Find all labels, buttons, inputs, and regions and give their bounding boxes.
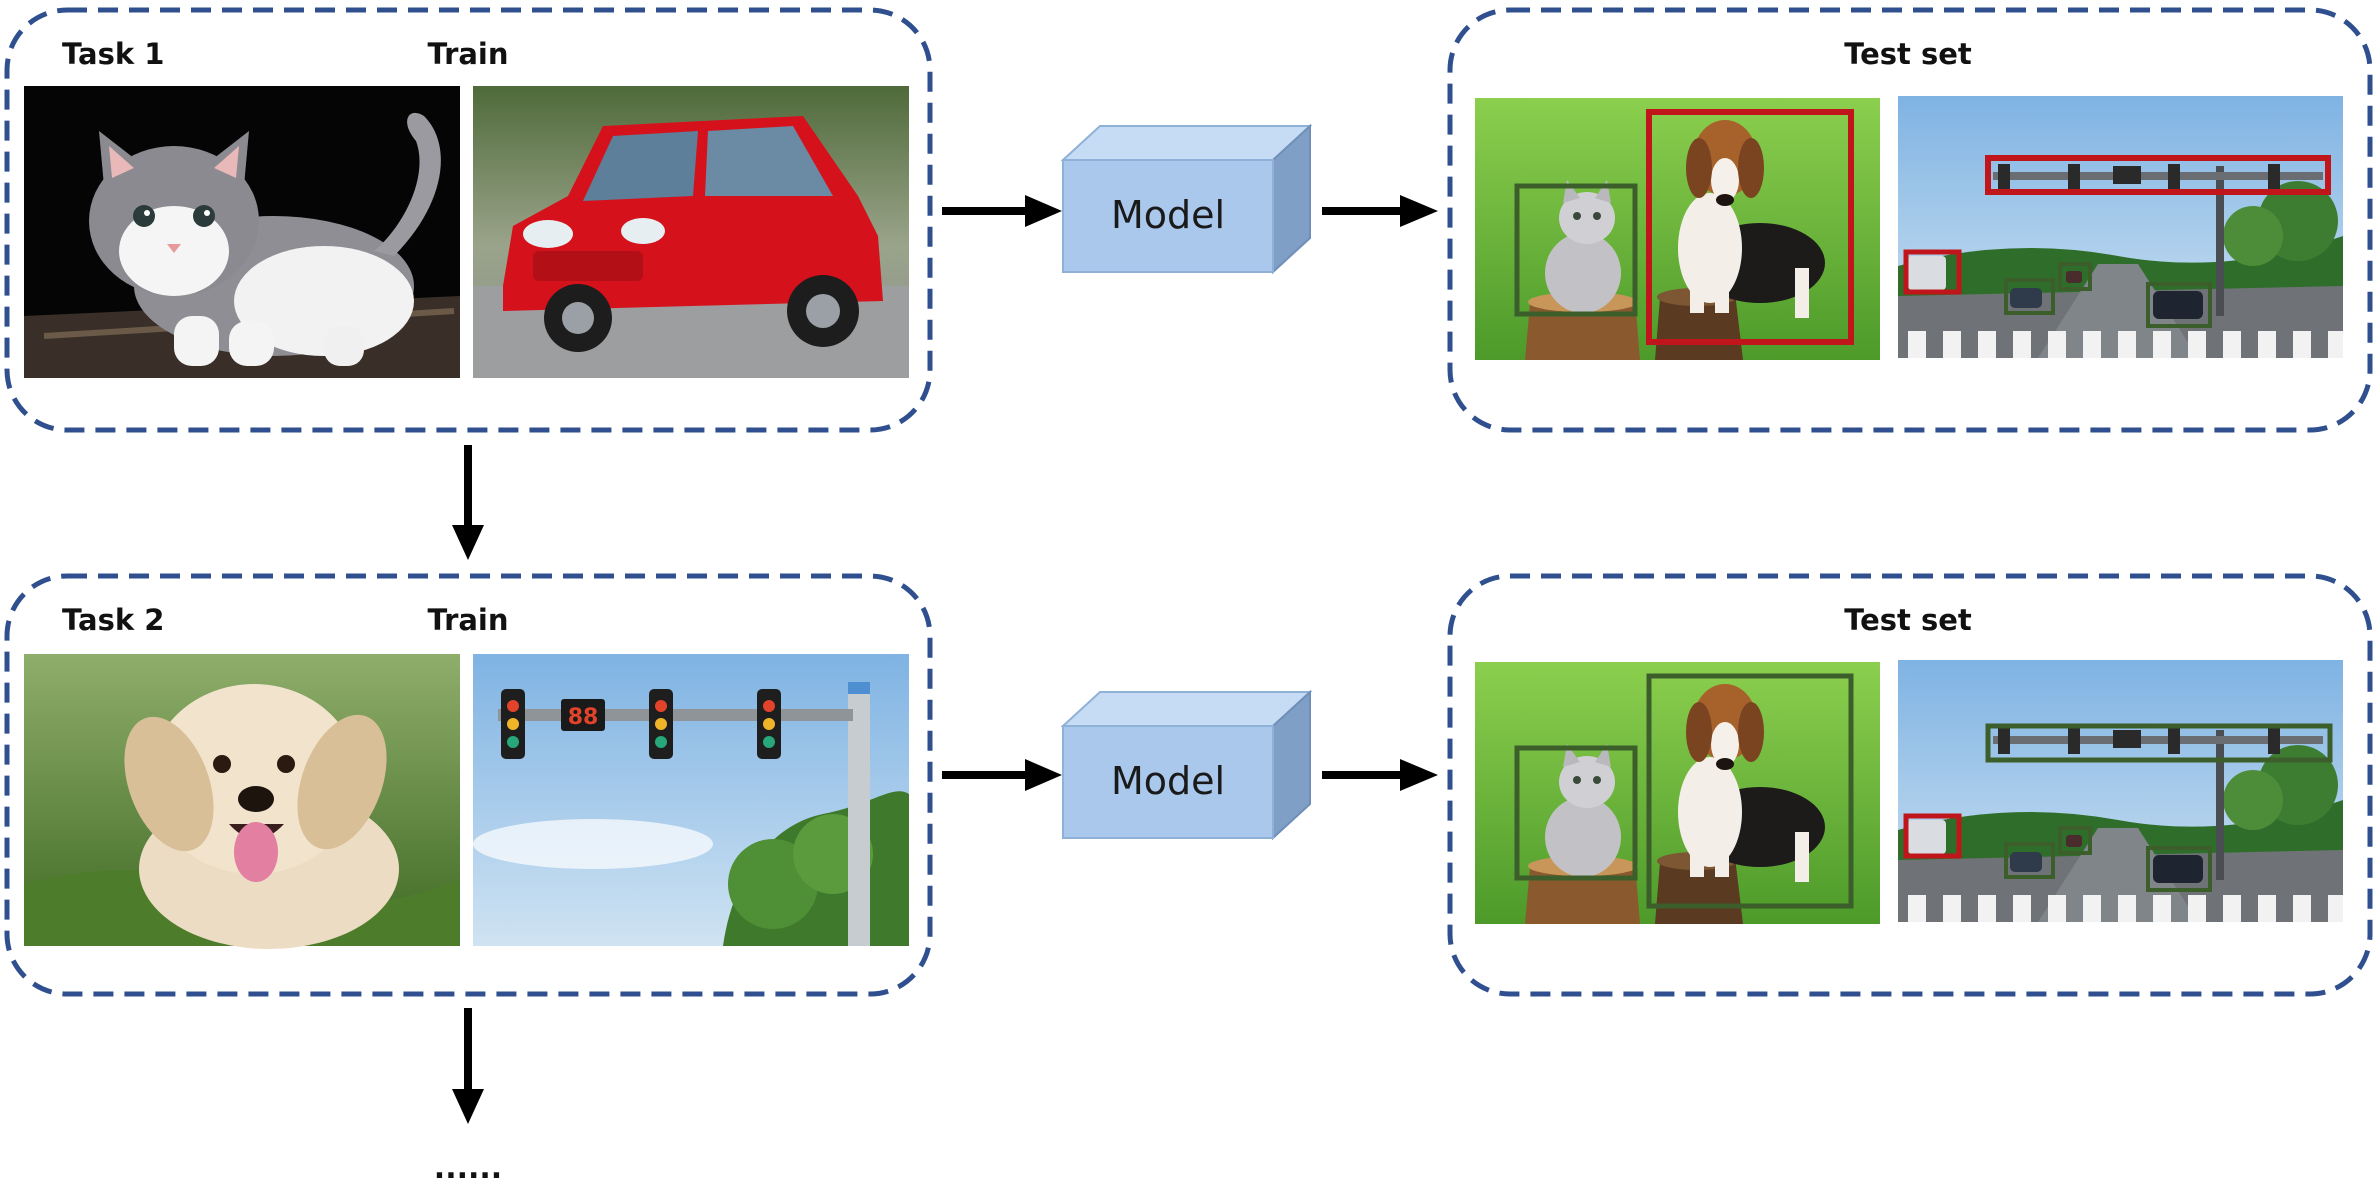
model-2-label: Model <box>1111 759 1225 803</box>
model-2-box: Model <box>1060 689 1313 841</box>
task-1-label: Task 1 <box>62 37 164 71</box>
task-1-test-panel <box>1447 7 2373 433</box>
road-traffic-detection-photo <box>1898 96 2343 358</box>
suv-detection-box-2 <box>2146 846 2212 892</box>
traffic-light-photo <box>473 654 909 946</box>
bus-detection-box-2 <box>1903 813 1962 859</box>
arrow-task-1-to-2 <box>452 445 484 560</box>
arrow-to-model-2 <box>942 759 1062 791</box>
far-car-detection-box <box>2058 262 2092 291</box>
task-1-train-panel <box>4 7 933 433</box>
cat-detection-box-2 <box>1514 745 1638 881</box>
red-car-photo <box>473 86 909 378</box>
model-1-box: Model <box>1060 123 1313 275</box>
task-2-label: Task 2 <box>62 603 164 637</box>
cat-dog-detection-photo-2 <box>1475 662 1880 924</box>
arrow-to-test-2 <box>1322 759 1438 791</box>
cat-detection-box <box>1514 183 1638 317</box>
arrow-to-test-1 <box>1322 195 1438 227</box>
dog-detection-box-2 <box>1646 673 1854 909</box>
task-1-train-label: Train <box>427 37 508 71</box>
traffic-light-detection-box-2 <box>1985 723 2333 763</box>
bus-detection-box <box>1903 249 1962 295</box>
kitten-photo <box>24 86 460 378</box>
task-2-test-panel <box>1447 573 2373 997</box>
car-detection-box-2 <box>2004 842 2055 879</box>
continuation-dots: ...... <box>434 1151 502 1186</box>
task-1-row: Task 1 Train Model Test set <box>4 7 2373 433</box>
puppy-photo <box>24 654 460 949</box>
dog-detection-box <box>1646 109 1854 345</box>
cat-dog-detection-photo <box>1475 98 1880 360</box>
task-2-train-panel <box>4 573 933 997</box>
model-1-label: Model <box>1111 193 1225 237</box>
car-detection-box <box>2004 278 2055 315</box>
arrow-to-model-1 <box>942 195 1062 227</box>
far-car-detection-box-2 <box>2058 826 2092 855</box>
task-1-test-label: Test set <box>1844 37 1972 71</box>
road-traffic-detection-photo-2 <box>1898 660 2343 922</box>
task-2-test-label: Test set <box>1844 603 1972 637</box>
task-2-train-label: Train <box>427 603 508 637</box>
arrow-task-2-to-next <box>452 1008 484 1124</box>
traffic-light-detection-box <box>1985 155 2331 195</box>
suv-detection-box <box>2146 282 2212 328</box>
task-2-row: Task 2 Train Model Test set <box>4 573 2373 997</box>
